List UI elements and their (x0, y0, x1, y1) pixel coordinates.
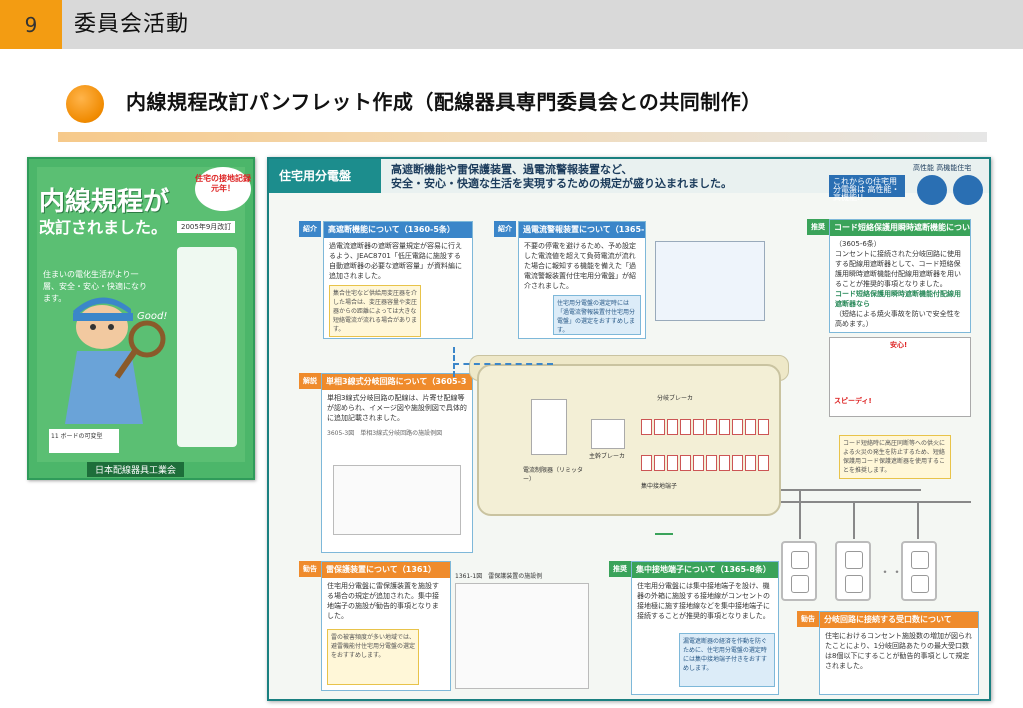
outlet-3 (901, 541, 937, 601)
cover-speech: Good! (137, 311, 167, 322)
card3-note: コード短絡時に高圧同断等への供火による火災の発生を防止するため、短絡保護用コード… (839, 435, 951, 479)
header-bar (0, 0, 1023, 49)
worker-illustration-icon: Good! (65, 297, 167, 424)
spread-headline-line1: 高遮断機能や雷保護装置、過電流警報装置など、 (391, 163, 633, 176)
spread-headline-line2: 安全・安心・快適な生活を実現するための規定が盛り込まれました。 (391, 177, 732, 190)
card1-note: 集合住宅など供給用変圧器を介した場合は、変圧器容量や変圧器からの距離によっては大… (329, 285, 421, 337)
card7-title: 分岐回路に接続する受口数について（3605-6条） (820, 612, 978, 640)
subtitle-underline (58, 132, 987, 142)
card5-title: 雷保護装置について（1361） (322, 562, 450, 578)
page-number: 9 (0, 0, 62, 49)
home-panel-illustration: 安心! スピーディ! (829, 337, 971, 417)
breaker-row-1 (641, 419, 769, 435)
section-title: 委員会活動 (74, 12, 190, 37)
outlet-2 (835, 541, 871, 601)
spread-headline: 高遮断機能や雷保護装置、過電流警報装置など、 安全・安心・快適な生活を実現するた… (391, 163, 732, 191)
wire (781, 501, 971, 503)
limiter-box (531, 399, 567, 455)
wire (917, 501, 919, 539)
card5-body: 住宅用分電盤に雷保護装置を施設する場合の規定が追加された。集中接地端子の施設が勧… (327, 582, 439, 620)
cover-date: 2005年9月改訂 (177, 221, 236, 233)
card4-tag: 解説 (299, 373, 321, 389)
card2-tag: 紹介 (494, 221, 516, 237)
card3-text2: コード短絡保護用瞬時遮断機能付配線用遮断器なら (835, 290, 961, 308)
card2-body: 不要の停電を避けるため、予め設定した電流値を超えて負荷電流が流れた場合に報知する… (524, 242, 636, 290)
cover-badge: 住宅の接地記録元年！ (195, 167, 251, 211)
cover-title-line1: 内線規程が (39, 187, 170, 217)
card7-tag: 勧告 (797, 611, 819, 627)
card1-body: 過電流遮断器の遮断容量規定が容易に行えるよう、JEAC8701「低圧電路に施設す… (329, 242, 462, 280)
dashed-link (453, 347, 455, 377)
wire (853, 501, 855, 539)
cover-lead-text: 住まいの電化生活がより一層、安全・安心・快適になります。 (43, 270, 147, 303)
cover-info-box: 11 ボードの可変型 (49, 429, 119, 453)
certification-mark-icon-2 (953, 175, 983, 205)
card6-body: 住宅用分電盤には集中接地端子を設け、機器の外箱に施設する接地線がコンセントの接地… (637, 582, 770, 620)
head-right-top: 高性能 高機能住宅 (913, 164, 972, 172)
card4-title: 単相3線式分岐回路について（3605-3条3.4項） (322, 374, 472, 402)
card1-tag: 紹介 (299, 221, 321, 237)
label-main-breaker: 主幹ブレーカ (589, 453, 626, 460)
label-safety: 安心! (890, 341, 908, 349)
wire (799, 489, 801, 539)
card6-tag: 推奨 (609, 561, 631, 577)
dashed-link (453, 363, 553, 365)
card5-tag: 勧告 (299, 561, 321, 577)
label-ground-terminal: 集中接地端子 (641, 483, 678, 490)
spread-head-right: 高性能 高機能住宅 これからの住宅用分電盤は 高性能・高機能!! (829, 163, 987, 205)
card3-text3: （短絡による焼火事故を防いで安全性を高めます。） (835, 310, 961, 328)
card1-title: 高遮断機能について（1360-5条） (324, 222, 472, 238)
card4-body: 単相3線式分岐回路の配線は、片寄せ配線等が認められ、イメージ図や施設例図で具体的… (327, 394, 467, 422)
card2-title: 過電流警報装置について（1365-8条） (519, 222, 645, 250)
label-branch-breaker: 分岐ブレーカ (657, 395, 694, 402)
cover-outlet-panel (177, 247, 237, 447)
head-right-arrow: これからの住宅用分電盤は 高性能・高機能!! (829, 175, 905, 202)
pamphlet-spread: 住宅用分電盤 高遮断機能や雷保護装置、過電流警報装置など、 安全・安心・快適な生… (267, 157, 991, 701)
card3-sub: （3605-6条） (835, 240, 881, 248)
outlet-1 (781, 541, 817, 601)
label-speedy: スピーディ! (834, 397, 872, 405)
card6-note: 漏電遮断器の経済を作動を防ぐために、住宅用分電盤の選定時には集中接地端子付きをお… (679, 633, 775, 687)
certification-mark-icon (917, 175, 947, 205)
card3-body: （3605-6条） コンセントに接続された分岐回路に使用する配線用遮断器として、… (830, 236, 970, 332)
card4-sub: 3605-3図 単相3線式分岐回路の施設例図 (327, 430, 443, 437)
spread-tag: 住宅用分電盤 (269, 159, 381, 193)
card-receptacle-count: 分岐回路に接続する受口数について（3605-6条） 住宅におけるコンセント施設数… (819, 611, 979, 695)
card2-note: 住宅用分電盤の選定時には「過電流警報装置付住宅用分電盤」の選定をおすすめします。 (553, 295, 641, 335)
wiring-diagram (333, 465, 461, 535)
card5-note: 雷の被害頻度が多い地域では、避雷機能付住宅用分電盤の選定をおすすめします。 (327, 629, 419, 685)
lightning-diagram (455, 583, 589, 689)
card7-body: 住宅におけるコンセント施設数の増加が図られたことにより、1分岐回路あたりの最大受… (825, 632, 972, 670)
pamphlet-cover: 内線規程が 改訂されました。 住宅の接地記録元年！ 2005年9月改訂 住まいの… (27, 157, 255, 480)
room-illustration (655, 241, 765, 321)
card3-tag: 推奨 (807, 219, 829, 235)
cover-title-line2: 改訂されました。 (39, 218, 168, 237)
card5-figure-caption: 1361-1図 雷保護装置の施設例 (455, 573, 543, 580)
main-breaker (591, 419, 625, 449)
cover-organization: 日本配線器具工業会 (87, 462, 185, 477)
page-subtitle: 内線規程改訂パンフレット作成（配線器具専門委員会との共同制作） (126, 90, 762, 114)
wire (781, 489, 921, 491)
label-limiter: 電流制限器（リミッター） (523, 467, 584, 483)
ground-symbol-icon (655, 533, 673, 543)
breaker-row-2 (641, 455, 769, 471)
card-cord-protection: コード短絡保護用瞬時遮断機能について （3605-6条） コンセントに接続された… (829, 219, 971, 333)
orange-bullet-icon (66, 85, 104, 123)
card3-text: コンセントに接続された分岐回路に使用する配線用遮断器として、コード短絡保護用瞬時… (835, 250, 961, 288)
card3-title: コード短絡保護用瞬時遮断機能について (830, 220, 970, 248)
distribution-panel (477, 364, 781, 516)
card6-title: 集中接地端子について（1365-8条） (632, 562, 778, 578)
